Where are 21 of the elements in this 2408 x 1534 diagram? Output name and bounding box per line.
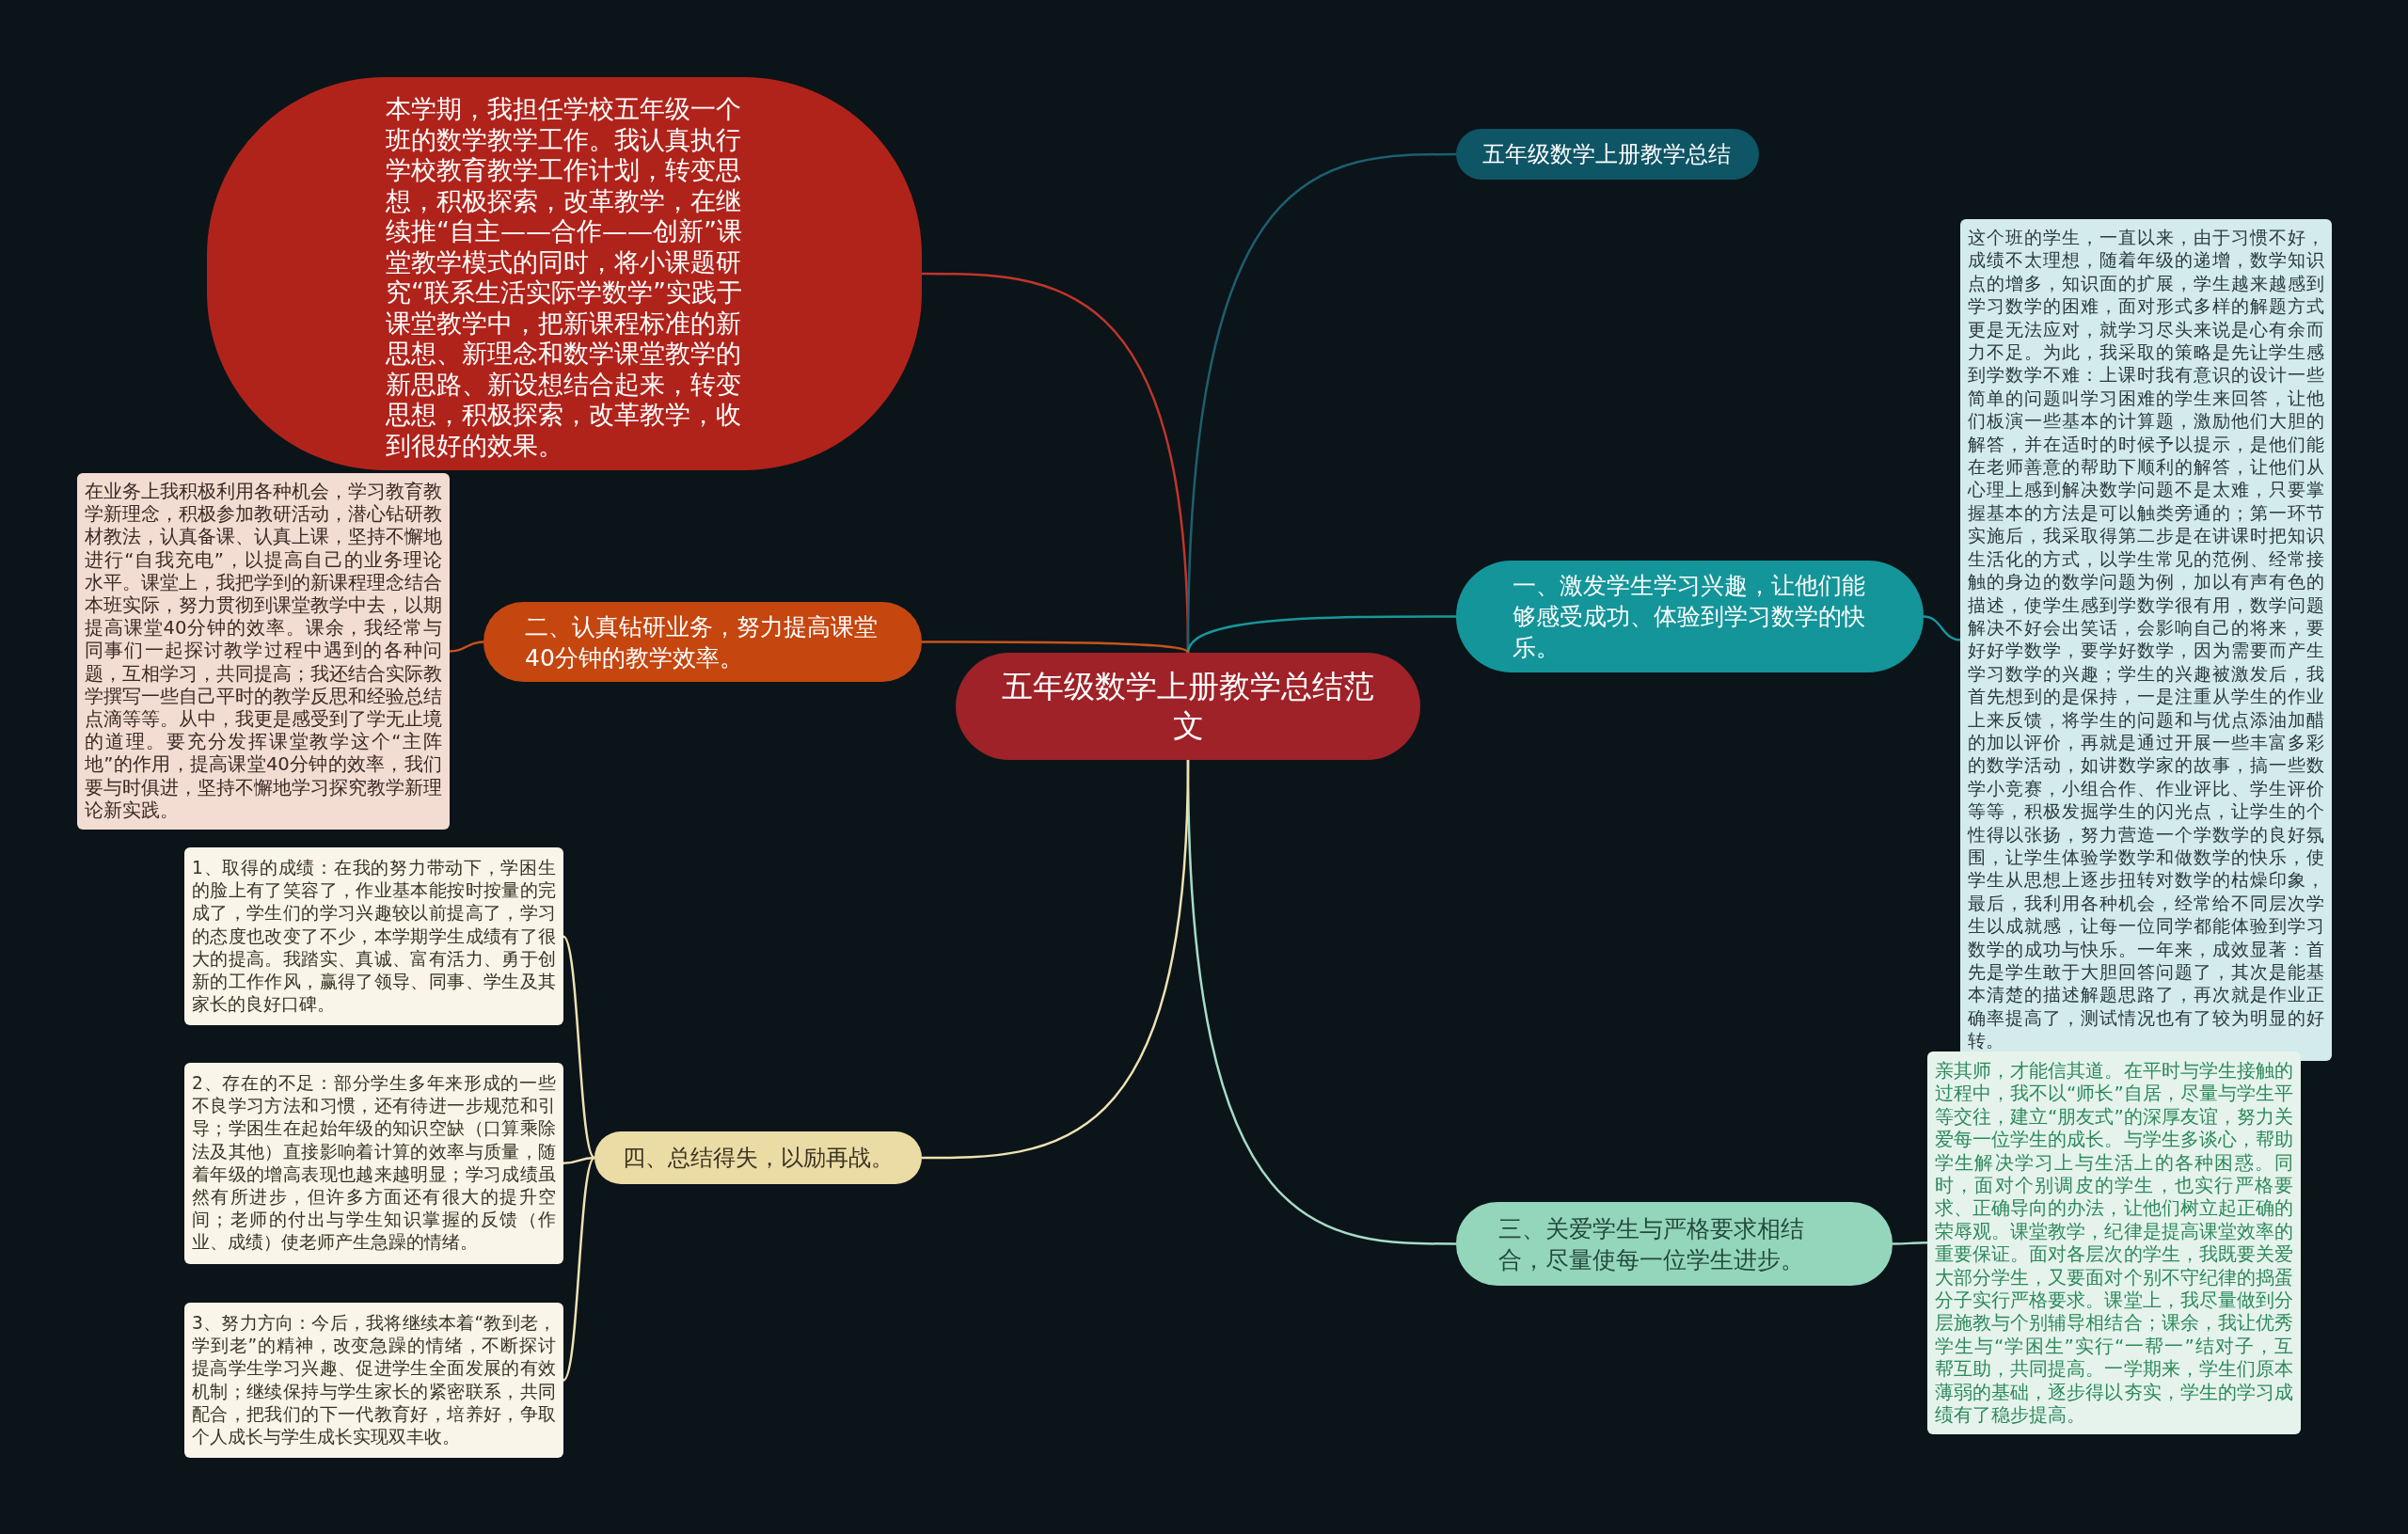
paragraph-box: 3、努力方向：今后，我将继续本着“教到老，学到老”的精神，改变急躁的情绪，不断探讨提高学生学习兴趣、促进学生全面发展的有效机制；继续保持与学生家长的紧密联系，共同配合，把我们的下一代教育好，培养好，争取个人成长与学生成长实现双丰收。 xyxy=(184,1303,563,1459)
branch-box: 二、认真钻研业务，努力提高课堂40分钟的教学效率。 xyxy=(483,602,922,682)
connector-line xyxy=(922,640,1189,654)
connector-line xyxy=(449,640,484,653)
branch-box: 三、关爱学生与严格要求相结合，尽量使每一位学生进步。 xyxy=(1456,1202,1893,1286)
branch-box: 五年级数学上册教学总结 xyxy=(1456,129,1759,180)
connector-line xyxy=(922,759,1190,1160)
paragraph-box: 1、取得的成绩：在我的努力带动下，学困生的脸上有了笑容了，作业基本能按时按量的完成了，学生们的学习兴趣较以前提高了，学习的态度也改变了不少，本学期学生成绩有了很大的提高。我踏实、真诚、富有活力、勇于创新的工作作风，赢得了领导、同事、学生及其家长的良好口碑。 xyxy=(184,847,563,1026)
connector-line xyxy=(562,1156,595,1165)
connector-line xyxy=(1893,1241,1927,1245)
connector-line xyxy=(1186,615,1456,654)
branch-box: 四、总结得失，以励再战。 xyxy=(594,1131,922,1184)
topic-box: 五年级数学上册教学总结范文 xyxy=(956,653,1420,760)
paragraph-box: 这个班的学生，一直以来，由于习惯不好，成绩不太理想，随着年级的递增，数学知识点的增多，知识面的扩展，学生越来越感到学习数学的困难，面对形式多样的解题方式更是无法应对，就学习尽头来说是心有余而力不足。为此，我采取的策略是先让学生感到学数学不难：上课时我有意识的设计一些简单的问题叫学习困难的学生来回答，让他们板演一些基本的计算题，激励他们大胆的解答，并在适时的时候予以提示，是他们能在老师善意的帮助下顺利的解答，让他们从心理上感到解决数学问题不是太难，只要掌握基本的方法是可以触类旁通的；第一环节实施后，我采取得第二步是在讲课时把知识生活化的方式，以学生常见的范例、经常接触的身边的数学问题为例，加以有声有色的描述，使学生感到学数学很有用，数学问题解决不好会出笑话，会影响自己的将来，要好好学数学，要学好数学，因为需要而产生学习数学的兴趣；学生的兴趣被激发后，我首先想到的是保持，一是注重从学生的作业上来反馈，将学生的问题和与优点添油加醋的加以评价，再就是通过开展一些丰富多彩的数学活动，如讲数学家的故事，搞一些数学小竞赛，小组合作、作业评比、学生评价等等，积极发掘学生的闪光点，让学生的个性得以张扬，努力营造一个学数学的良好氛围，让学生体验学数学和做数学的快乐，使学生从思想上逐步扭转对数学的枯燥印象，最后，我利用各种机会，经常给不同层次学生以成就感，让每一位同学都能体验到学习数学的成功与快乐。一年来，成效显著：首先是学生敢于大胆回答问题了，其次是能基本清楚的描述解题思路了，再次就是作业正确率提高了，测试情况也有了较为明显的好转。 xyxy=(1960,219,2332,1061)
paragraph-box: 2、存在的不足：部分学生多年来形成的一些不良学习方法和习惯，还有待进一步规范和引导；学困生在起始年级的知识空缺（口算乘除法及其他）直接影响着计算的效率与质量，随着年级的增高表现也越来越明显；学习成绩虽然有所进步，但许多方面还有很大的提升空间；老师的付出与学生知识掌握的反馈（作业、成绩）使老师产生急躁的情绪。 xyxy=(184,1063,563,1264)
connector-line xyxy=(562,935,595,1159)
branch-box: 一、激发学生学习兴趣，让他们能够感受成功、体验到学习数学的快乐。 xyxy=(1456,561,1924,672)
connector-line xyxy=(1923,615,1961,641)
paragraph-box: 亲其师，才能信其道。在平时与学生接触的过程中，我不以“师长”自居，尽量与学生平等交往，建立“朋友式”的深厚友谊，努力关爱每一位学生的成长。与学生多谈心，帮助学生解决学习上与生活上的各种困惑。同时，面对个别调皮的学生，也实行严格要求、正确导向的办法，让他们树立起正确的荣辱观。课堂教学，纪律是提高课堂效率的重要保证。面对各层次的学生，我既要关爱大部分学生，又要面对个别不守纪律的捣蛋分子实行严格要求。课堂上，我尽量做到分层施教与个别辅导相结合；课余，我让优秀学生与“学困生”实行“一帮一”结对子，互帮互助，共同提高。一学期来，学生们原本薄弱的基础，逐步得以夯实，学生的学习成绩有了稳步提高。 xyxy=(1927,1052,2301,1434)
paragraph-box: 在业务上我积极利用各种机会，学习教育教学新理念，积极参加教研活动，潜心钻研教材教法，认真备课、认真上课，坚持不懈地进行“自我充电”，以提高自己的业务理论水平。课堂上，我把学到的新课程理念结合本班实际，努力贯彻到课堂教学中去，以期提高课堂40分钟的效率。课余，我经常与同事们一起探讨教学过程中遇到的各种问题，互相学习，共同提高；我还结合实际教学撰写一些自己平时的教学反思和经验总结点滴等等。从中，我更是感受到了学无止境的道理。要充分发挥课堂教学这个“主阵地”的作用，提高课堂40分钟的效率，我们要与时俱进，坚持不懈地学习探究教学新理论新实践。 xyxy=(77,473,450,830)
connector-line xyxy=(562,1157,595,1382)
